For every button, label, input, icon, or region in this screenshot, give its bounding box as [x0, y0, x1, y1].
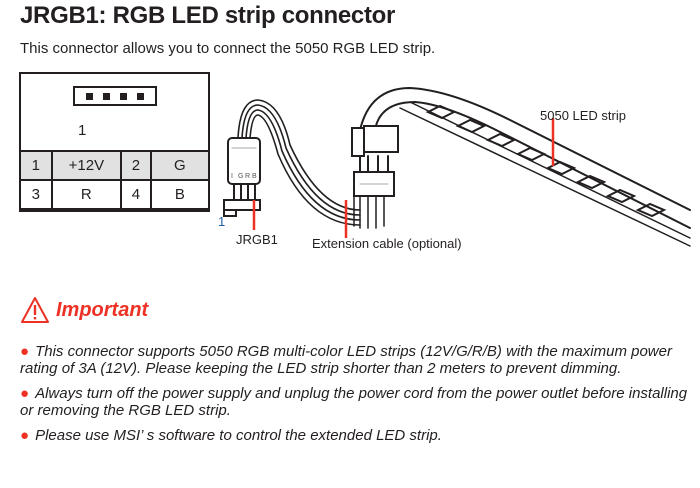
- cable-label: Extension cable (optional): [312, 236, 462, 251]
- pin-letter: G: [238, 173, 243, 180]
- pin-number: 4: [120, 179, 152, 210]
- pin-square: [86, 92, 93, 100]
- pin1-diagram-label: 1: [218, 214, 226, 229]
- pin-number: 3: [19, 179, 53, 210]
- pin-number: 2: [120, 150, 152, 181]
- bullet-icon: ●: [20, 385, 30, 402]
- table-row: 1 +12V 2 G: [19, 150, 211, 181]
- pin-signal: +12V: [50, 150, 123, 181]
- extension-cable-graphic: [237, 99, 385, 229]
- warning-triangle-icon: [21, 297, 49, 323]
- jrgb1-connector-graphic: [223, 137, 261, 217]
- bullet-icon: ●: [20, 343, 30, 360]
- strip-connector-graphic: [351, 125, 399, 197]
- pin-definition-table: 1 +12V 2 G 3 R 4 B: [19, 150, 211, 210]
- pin-square: [137, 92, 144, 100]
- pin-header-area: 1: [21, 74, 208, 151]
- pin-signal: B: [149, 179, 211, 210]
- page-title: JRGB1: RGB LED strip connector: [20, 2, 396, 29]
- pin-signal: G: [149, 150, 211, 181]
- pin-square: [103, 92, 110, 100]
- diagram-illustration: I G R B: [223, 86, 691, 247]
- list-item: ●This connector supports 5050 RGB multi-…: [20, 343, 690, 377]
- table-row: 3 R 4 B: [19, 179, 211, 210]
- pinout-table: 1 1 +12V 2 G 3 R 4 B: [19, 72, 211, 212]
- connection-diagram: I G R B 1 JRGB1 Extension cable (optiona…: [210, 60, 700, 270]
- pin-letter: I: [231, 173, 233, 180]
- pin-square: [120, 92, 127, 100]
- important-notes: ●This connector supports 5050 RGB multi-…: [20, 343, 690, 452]
- list-item: ●Always turn off the power supply and un…: [20, 385, 690, 419]
- pin-header-icon: [73, 86, 157, 106]
- important-title: Important: [56, 298, 149, 321]
- important-heading: Important: [20, 296, 148, 324]
- jrgb1-label: JRGB1: [236, 232, 278, 247]
- list-item: ● Please use MSI’ s software to control t…: [20, 427, 690, 444]
- pin-number: 1: [19, 150, 53, 181]
- pin-signal: R: [50, 179, 123, 210]
- pin-letter: R: [245, 173, 250, 180]
- connector-pin-letters: I G R B: [231, 173, 257, 180]
- note-text: Please use MSI’ s software to control th…: [35, 427, 442, 444]
- note-text: This connector supports 5050 RGB multi-c…: [20, 343, 672, 377]
- callout-lines: [252, 118, 555, 238]
- pin-letter: B: [252, 173, 257, 180]
- strip-label: 5050 LED strip: [540, 108, 626, 123]
- led-strip-graphic: [359, 86, 691, 247]
- note-text: Always turn off the power supply and unp…: [20, 385, 688, 419]
- pin1-marker: 1: [78, 122, 87, 139]
- led-chips: [425, 104, 667, 218]
- intro-text: This connector allows you to connect the…: [20, 40, 436, 57]
- bullet-icon: ●: [20, 427, 30, 444]
